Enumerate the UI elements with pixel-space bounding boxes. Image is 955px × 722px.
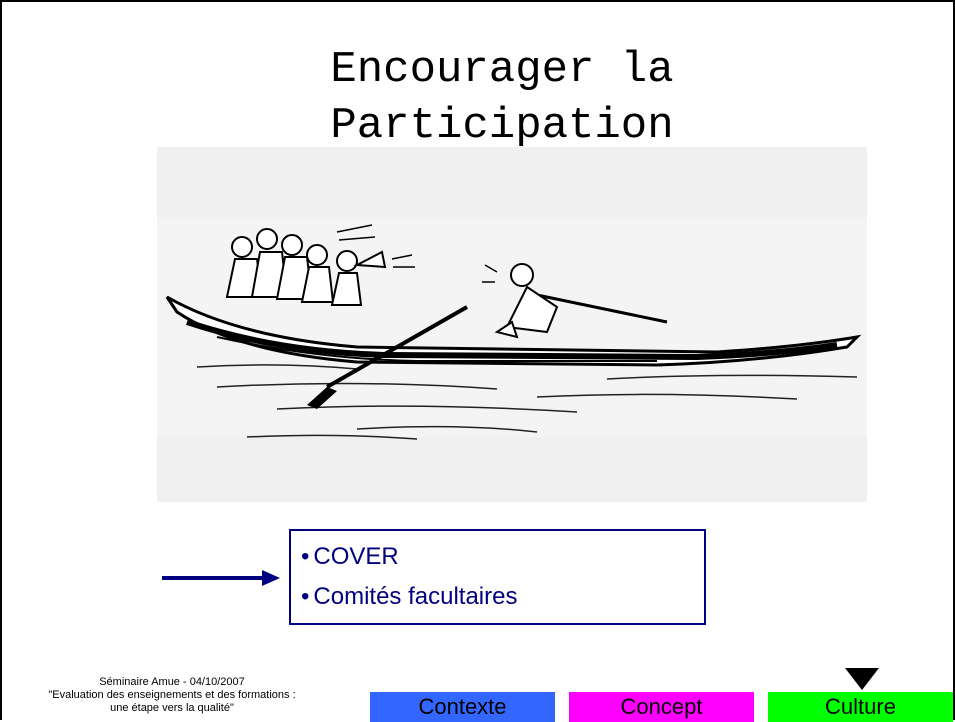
rowing-boat-illustration bbox=[157, 147, 867, 502]
bullet-item-cover: •COVER bbox=[301, 537, 694, 577]
footer-line-1: Séminaire Amue - 04/10/2007 bbox=[99, 676, 245, 688]
bullet-text: COVER bbox=[313, 543, 399, 570]
bullet-text: Comités facultaires bbox=[313, 583, 518, 610]
nav-culture-button[interactable]: Culture bbox=[768, 692, 953, 722]
slide-title-line-1: Encourager la bbox=[330, 45, 674, 95]
footer-line-2: "Evaluation des enseignements et des for… bbox=[48, 689, 296, 701]
slide-title: Encourager la Participation bbox=[252, 42, 752, 154]
bullet-symbol: • bbox=[301, 543, 310, 570]
bullet-symbol: • bbox=[301, 583, 310, 610]
triangle-down-icon bbox=[845, 668, 879, 690]
right-arrow-icon bbox=[162, 570, 280, 586]
bullet-list-box: •COVER •Comités facultaires bbox=[289, 529, 706, 625]
bullet-item-comites: •Comités facultaires bbox=[301, 577, 694, 617]
nav-concept-button[interactable]: Concept bbox=[569, 692, 754, 722]
footer-caption: Séminaire Amue - 04/10/2007 "Evaluation … bbox=[2, 676, 342, 715]
nav-contexte-button[interactable]: Contexte bbox=[370, 692, 555, 722]
footer-line-3: une étape vers la qualité" bbox=[110, 702, 234, 714]
slide-title-line-2: Participation bbox=[330, 101, 674, 151]
